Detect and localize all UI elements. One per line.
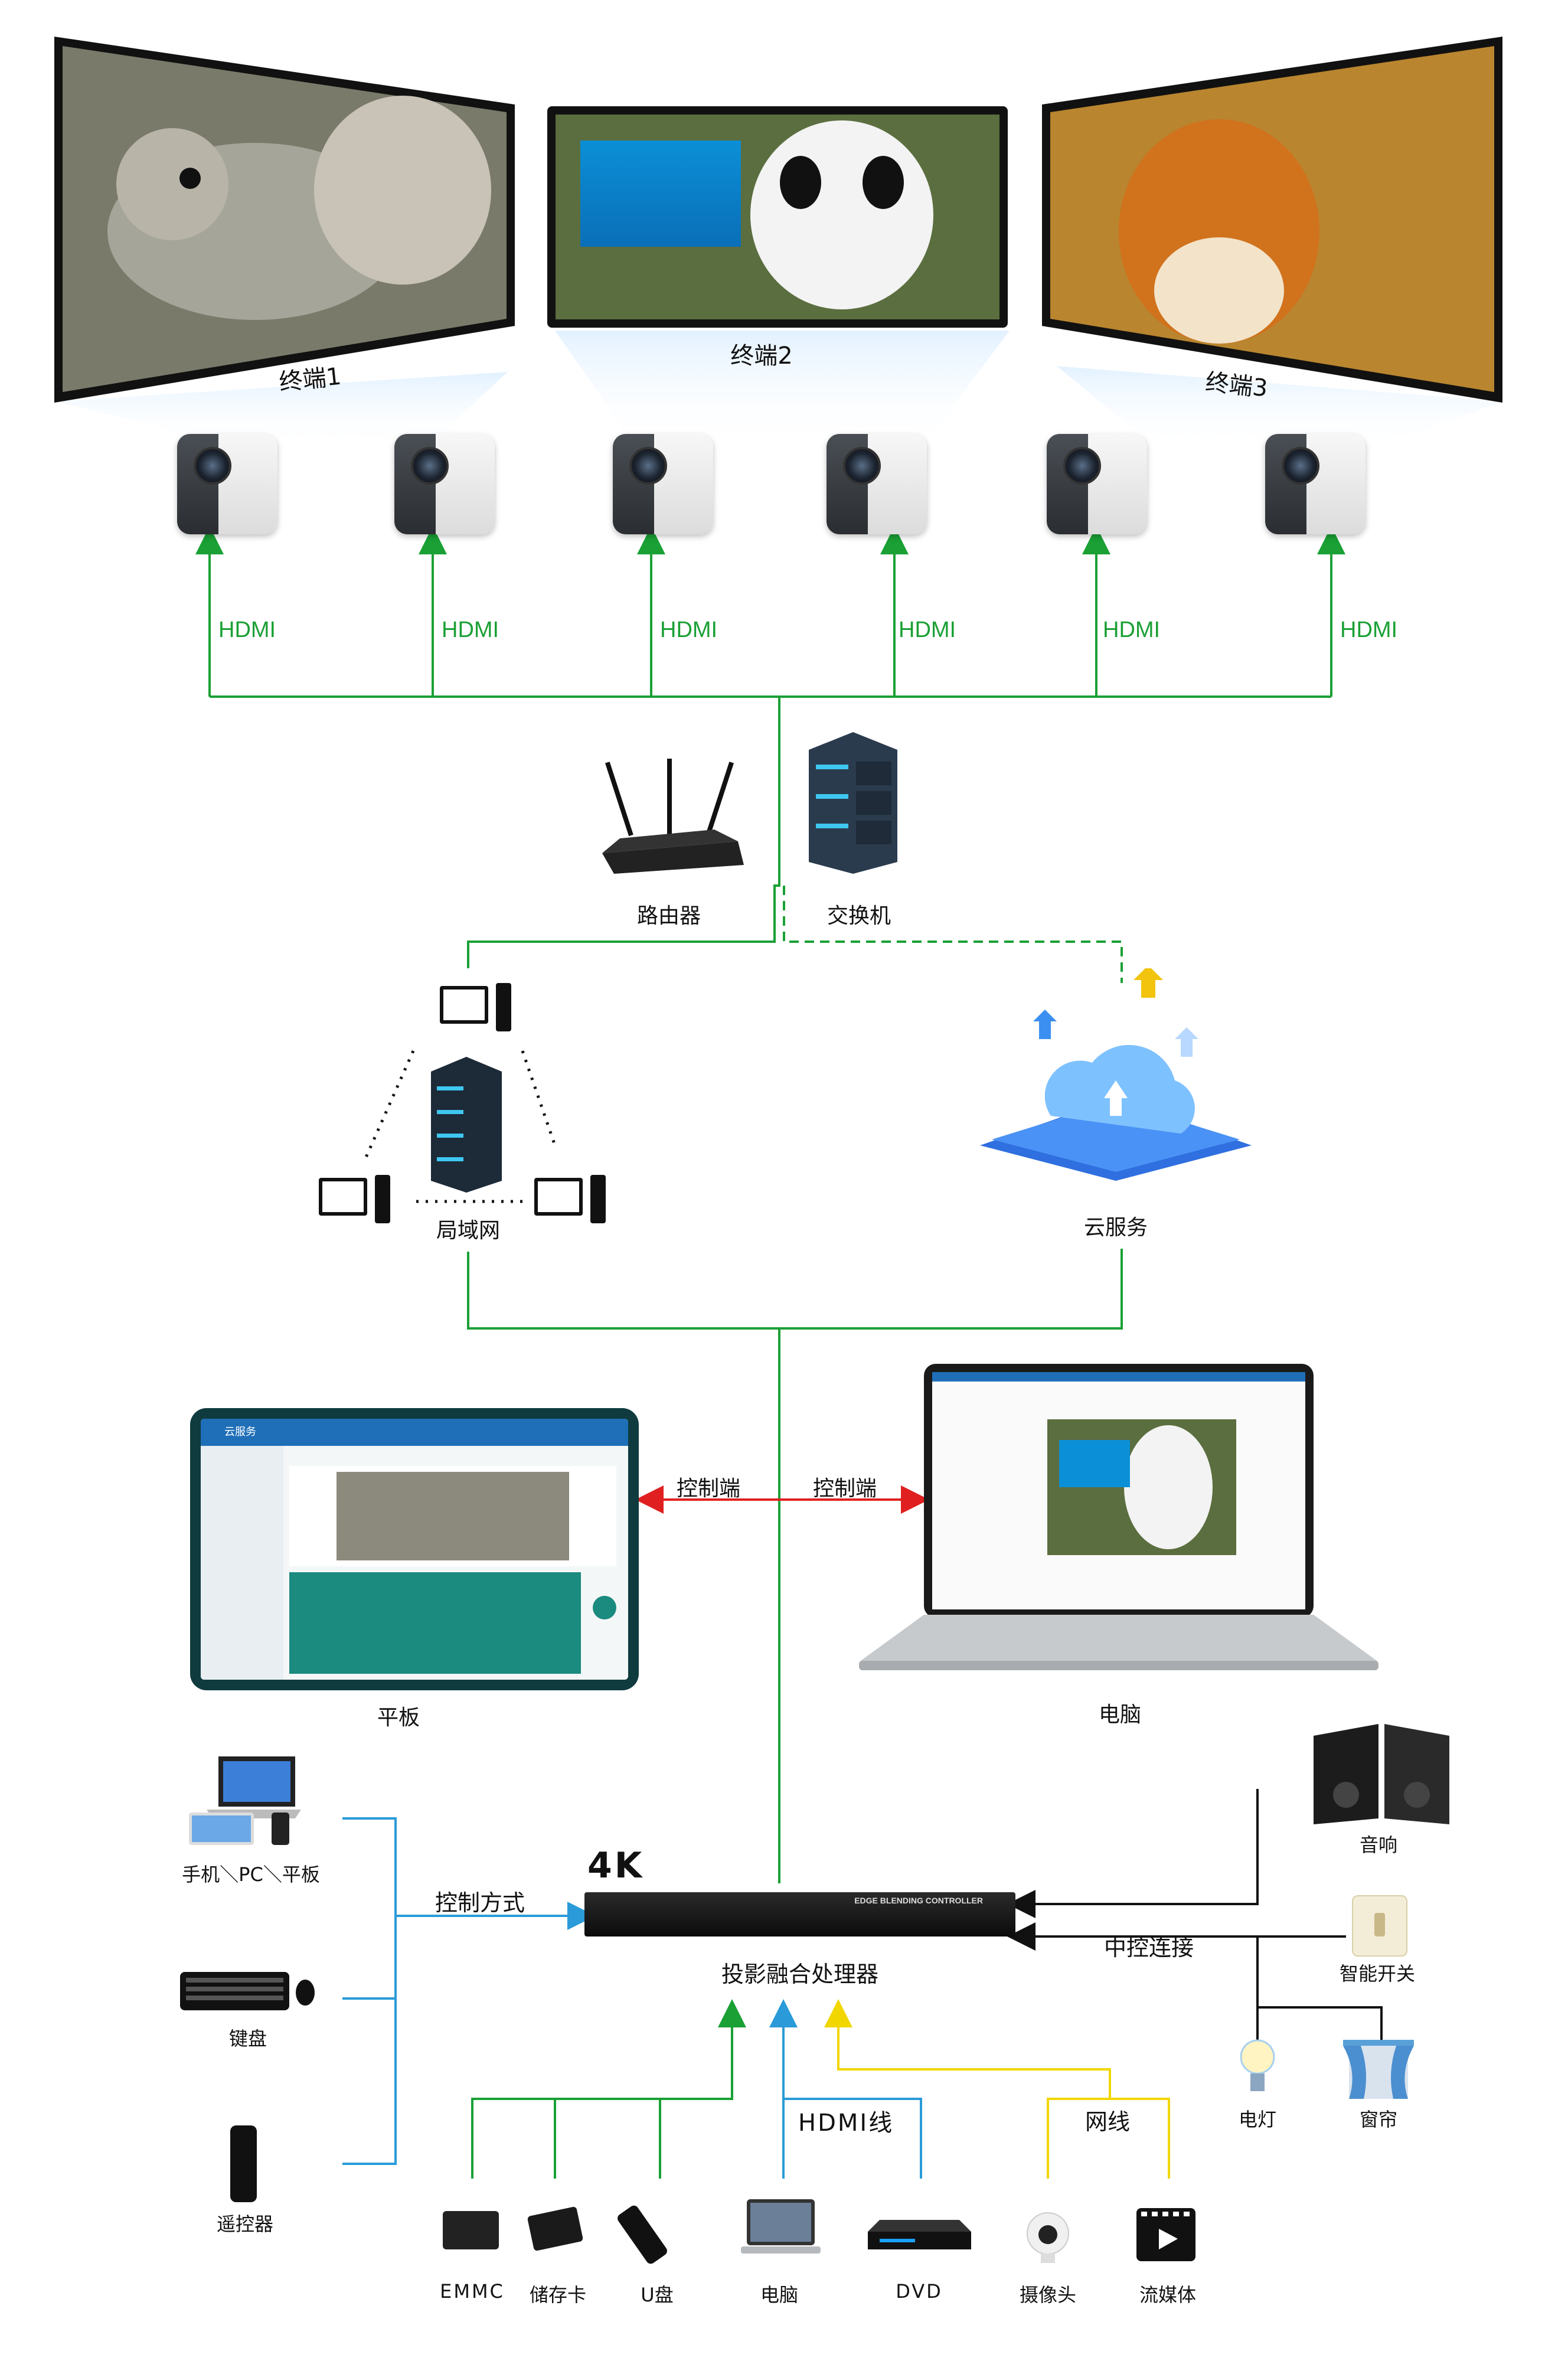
dvd-player-icon [868, 2220, 971, 2252]
camera-label: 摄像头 [1019, 2284, 1077, 2306]
laptop-base [859, 1615, 1378, 1674]
remote-label: 遥控器 [216, 2213, 274, 2235]
computer-label: 电脑 [760, 2284, 799, 2306]
network-line-label: 网线 [1085, 2109, 1131, 2135]
screen-terminal-3 [1042, 37, 1502, 403]
projector-1 [177, 434, 277, 534]
switch-icon [809, 732, 897, 874]
screen-terminal-1 [54, 37, 515, 403]
lens-icon [411, 447, 449, 485]
tablet-file-panel [289, 1572, 581, 1674]
pc-tower-icon [496, 983, 511, 1031]
remote-control-icon [230, 2125, 257, 2202]
curtain-label: 窗帘 [1359, 2108, 1398, 2131]
usb-label: U盘 [641, 2284, 674, 2306]
light-label: 电灯 [1238, 2108, 1277, 2131]
emmc-label: EMMC [440, 2280, 505, 2303]
multi-device-icon [189, 1756, 301, 1848]
lens-icon [629, 447, 667, 485]
projector-4 [827, 434, 927, 534]
lens-icon [1282, 447, 1319, 485]
monitor-icon [440, 986, 488, 1024]
controller-text: EDGE BLENDING CONTROLLER [854, 1896, 983, 1905]
smart-switch-icon [1352, 1895, 1407, 1957]
memory-card-label: 储存卡 [529, 2284, 587, 2306]
streaming-label: 流媒体 [1139, 2284, 1197, 2306]
lens-icon [1063, 447, 1101, 485]
terminal-2-label: 终端2 [730, 342, 793, 370]
light-bulb-icon [1239, 2038, 1276, 2097]
control-label-left: 控制端 [677, 1477, 741, 1501]
projector-3 [613, 434, 713, 534]
4k-badge: 4K [587, 1845, 645, 1886]
tablet-app-header: 云服务 [201, 1419, 628, 1446]
keyboard-label: 键盘 [228, 2027, 267, 2050]
hdmi-line-label: HDMI线 [798, 2109, 894, 2137]
keyboard-icon [180, 1969, 316, 2013]
computer-icon [741, 2199, 821, 2258]
central-control-label: 中控连接 [1104, 1935, 1194, 1961]
emmc-chip-icon [443, 2211, 499, 2249]
play-button[interactable] [593, 1596, 616, 1619]
screen-terminal-2 [547, 106, 1008, 328]
control-method-label: 控制方式 [435, 1890, 525, 1916]
cloud-service-icon [980, 965, 1252, 1181]
panda-image [750, 120, 933, 309]
tablet-preview [289, 1466, 616, 1566]
lan-label: 局域网 [436, 1219, 501, 1243]
hdmi-label-2: HDMI [442, 618, 499, 642]
laptop-preview [1047, 1419, 1236, 1555]
monitor-icon [534, 1178, 583, 1216]
speaker-label: 音响 [1359, 1834, 1398, 1856]
monitor-icon [319, 1178, 367, 1216]
curtain-icon [1340, 2037, 1417, 2102]
tablet-sidebar [201, 1446, 283, 1680]
dolphin-inset [580, 141, 741, 247]
speaker-icon [1314, 1724, 1449, 1824]
router-icon [596, 759, 744, 877]
projector-2 [394, 434, 495, 534]
hdmi-label-4: HDMI [899, 618, 956, 642]
terminal-3-label: 终端3 [1204, 368, 1269, 403]
laptop-app-header [932, 1372, 1305, 1382]
tablet-device: 云服务 [190, 1408, 639, 1690]
processor-name: 投影融合处理器 [721, 1961, 879, 1987]
lens-icon [843, 447, 881, 485]
projector-6 [1265, 434, 1366, 534]
hdmi-label-1: HDMI [218, 618, 276, 642]
pc-tower-icon [375, 1175, 390, 1223]
router-label: 路由器 [636, 904, 701, 928]
dvd-label: DVD [896, 2280, 943, 2303]
terminal-1-label: 终端1 [277, 363, 343, 397]
pc-tower-icon [590, 1175, 606, 1223]
tablet-label: 平板 [377, 1706, 420, 1730]
lens-icon [194, 447, 231, 485]
projector-5 [1047, 434, 1147, 534]
camera-icon [1024, 2211, 1072, 2264]
hdmi-label-5: HDMI [1103, 618, 1161, 642]
multi-device-label: 手机＼PC＼平板 [182, 1863, 320, 1886]
streaming-media-icon [1136, 2208, 1195, 2261]
lan-server-icon [431, 1057, 502, 1193]
hdmi-label-3: HDMI [660, 618, 718, 642]
hdmi-label-6: HDMI [1340, 618, 1398, 642]
edge-blending-controller: EDGE BLENDING CONTROLLER [584, 1892, 1015, 1937]
cloud-label: 云服务 [1083, 1216, 1148, 1240]
smart-switch-label: 智能开关 [1339, 1962, 1416, 1985]
control-label-right: 控制端 [813, 1477, 877, 1501]
switch-label: 交换机 [827, 904, 891, 928]
laptop-label: 电脑 [1098, 1703, 1142, 1727]
laptop-device [924, 1364, 1314, 1618]
tablet-app-title: 云服务 [224, 1426, 256, 1438]
